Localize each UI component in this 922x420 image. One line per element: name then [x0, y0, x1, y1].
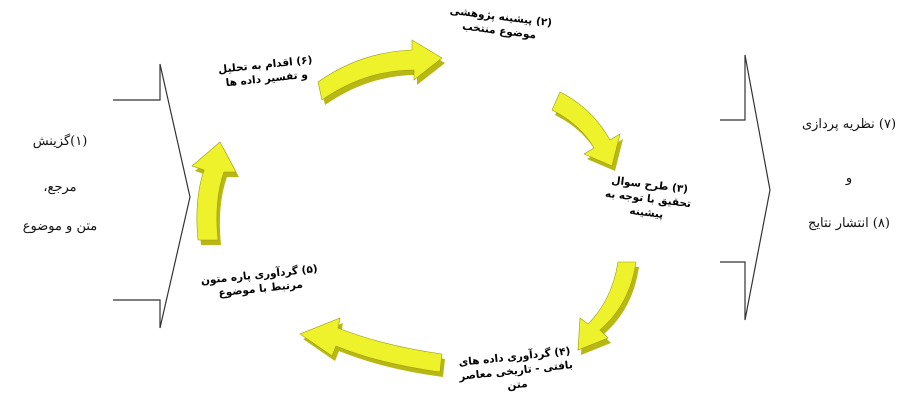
- cycle-arrow-upper-right: [552, 92, 623, 171]
- right-box-line-2: و: [780, 171, 918, 187]
- cycle-arrow-bottom: [300, 318, 445, 377]
- right-box-text: (۷) نظریه پردازی و (۸) انتشار نتایج: [780, 117, 918, 232]
- cycle-arrow-left: [192, 142, 239, 245]
- right-box-line-1: (۷) نظریه پردازی: [780, 117, 918, 133]
- left-box-text: (۱)گزینش مرجع، متن و موضوع: [8, 134, 112, 235]
- left-box-line-1: (۱)گزینش: [8, 134, 112, 150]
- right-arrow-box: [720, 55, 770, 320]
- cycle-arrow-top: [318, 40, 445, 105]
- cycle-arrow-lower-right: [578, 262, 639, 355]
- left-arrow-box: [113, 64, 190, 328]
- right-box-line-3: (۸) انتشار نتایج: [780, 216, 918, 232]
- left-box-line-2: مرجع،: [8, 180, 112, 196]
- left-box-line-3: متن و موضوع: [8, 219, 112, 235]
